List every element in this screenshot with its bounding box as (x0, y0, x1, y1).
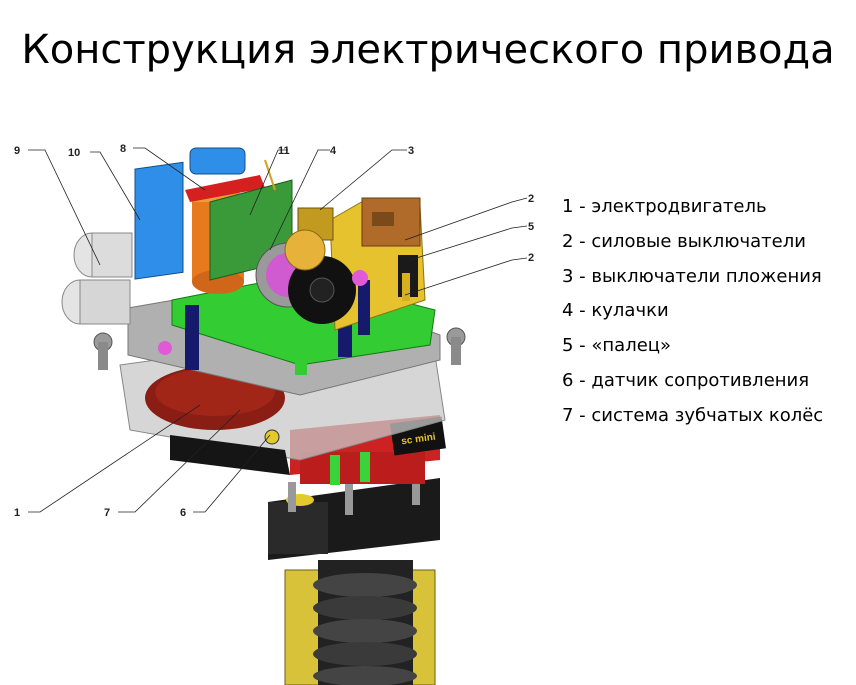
legend-item-cams: 4 - кулачки (562, 300, 669, 322)
cam-assembly (255, 229, 370, 335)
callouts (28, 147, 528, 513)
legend-item-gear-system: 7 - система зубчатых колёс (562, 404, 824, 426)
terminal-block (134, 147, 246, 280)
actuator-diagram: sc mini (14, 143, 534, 685)
callout-11: 11 (278, 145, 290, 157)
callout-2-bottom: 2 (528, 252, 534, 264)
callout-3: 3 (408, 145, 414, 157)
callout-7: 7 (104, 507, 110, 519)
callout-8: 8 (120, 143, 126, 155)
callout-numbers: 9 10 8 11 4 3 2 5 2 1 7 6 (14, 143, 534, 519)
device-label: sc mini (401, 432, 437, 448)
legend-item-power-switches: 2 - силовые выключатели (562, 230, 806, 252)
legend-item-resistance-sensor: 6 - датчик сопротивления (562, 369, 810, 391)
callout-10: 10 (68, 147, 80, 159)
callout-1: 1 (14, 507, 20, 519)
legend-item-finger: 5 - «палец» (562, 335, 672, 357)
callout-6: 6 (180, 507, 186, 519)
bellows-shaft (284, 560, 436, 685)
callout-9: 9 (14, 145, 20, 157)
slide-title: Конструкция электрического привода (21, 27, 835, 73)
callout-4: 4 (330, 145, 337, 157)
mounting-clamp (268, 465, 440, 560)
legend-item-motor: 1 - электродвигатель (562, 196, 767, 217)
component-legend: 1 - электродвигатель 2 - силовые выключа… (562, 190, 823, 434)
legend-item-position-switches: 3 - выключатели пложения (562, 265, 822, 287)
cable-glands (61, 232, 133, 325)
callout-5: 5 (528, 221, 534, 233)
callout-2-top: 2 (528, 193, 534, 205)
